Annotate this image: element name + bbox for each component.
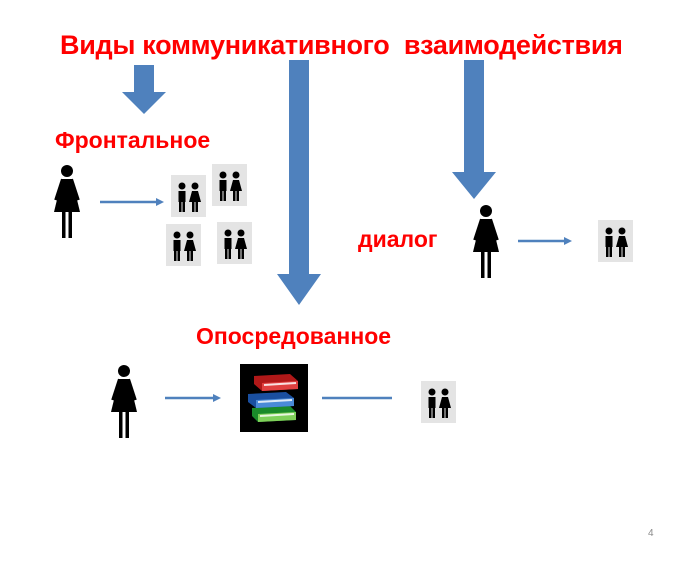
woman-figure-icon bbox=[111, 365, 137, 438]
arrow-down-small bbox=[122, 65, 166, 114]
stack-of-books-icon bbox=[240, 364, 308, 432]
woman-figure-icon bbox=[54, 165, 80, 238]
pair-of-people-icon bbox=[171, 175, 206, 217]
pair-of-people-icon bbox=[212, 164, 247, 206]
frontal-label: Фронтальное bbox=[55, 127, 211, 153]
arrow-down-long bbox=[277, 60, 321, 305]
pair-of-people-icon bbox=[421, 381, 456, 423]
mediated-arrow-right bbox=[165, 394, 221, 402]
mediated-label: Опосредованное bbox=[196, 323, 392, 349]
pair-of-people-icon bbox=[217, 222, 252, 264]
pair-of-people-icon bbox=[166, 224, 201, 266]
pair-of-people-icon bbox=[598, 220, 633, 262]
frontal-arrow-right bbox=[100, 198, 164, 206]
slide-title: Виды коммуникативного взаимодействия bbox=[60, 30, 623, 60]
woman-figure-icon bbox=[473, 205, 499, 278]
mediated-line bbox=[322, 396, 392, 400]
dialog-arrow-right bbox=[518, 237, 572, 245]
dialog-label: диалог bbox=[358, 226, 438, 252]
arrow-down-medium bbox=[452, 60, 496, 199]
page-number: 4 bbox=[648, 528, 654, 539]
